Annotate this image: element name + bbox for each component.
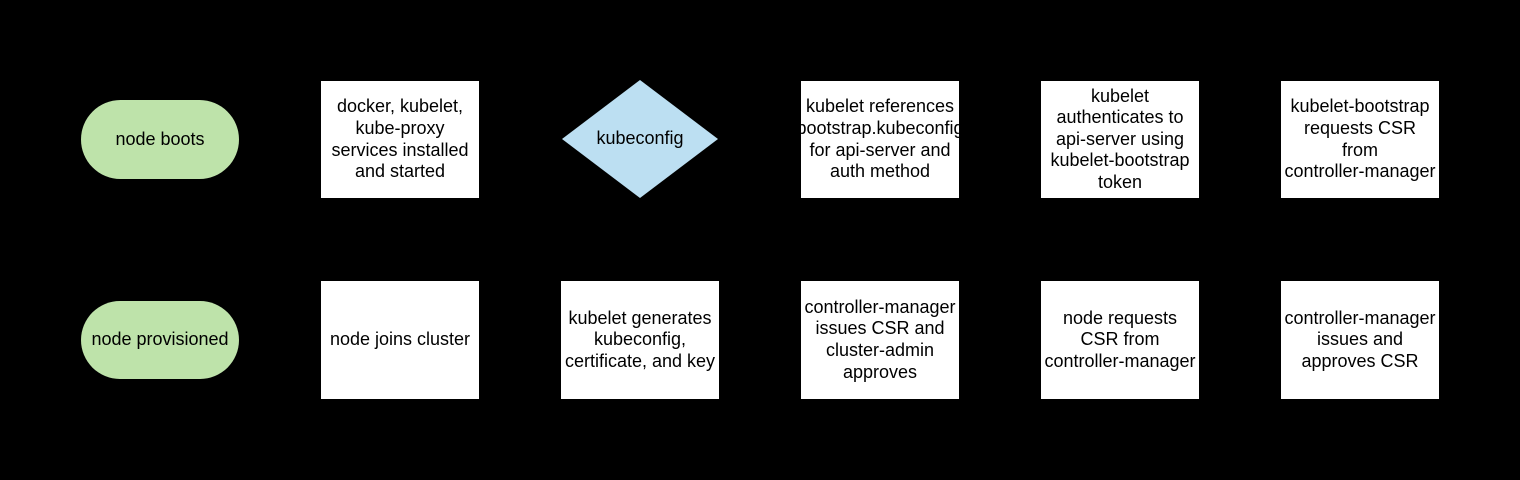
process-controller-manager-issues-and-approves-csr: controller-manager issues and approves C… <box>1281 281 1439 399</box>
process-node-requests-csr: node requests CSR from controller-manage… <box>1041 281 1199 399</box>
process-kubelet-generates-kubeconfig: kubelet generates kubeconfig, certificat… <box>561 281 719 399</box>
decision-kubeconfig: kubeconfig <box>562 80 718 198</box>
process-kubelet-bootstrap-requests-csr: kubelet-bootstrap requests CSR from cont… <box>1281 81 1439 198</box>
process-node-joins-cluster: node joins cluster <box>321 281 479 399</box>
process-services-installed: docker, kubelet, kube-proxy services ins… <box>321 81 479 198</box>
process-kubelet-authenticates-api-server: kubelet authenticates to api-server usin… <box>1041 81 1199 198</box>
terminal-node-provisioned: node provisioned <box>81 301 239 379</box>
process-kubelet-references-bootstrap-kubeconfig: kubelet references bootstrap.kubeconfig … <box>801 81 959 198</box>
terminal-node-boots: node boots <box>81 100 239 179</box>
process-controller-manager-issues-csr-cluster-admin-approves: controller-manager issues CSR and cluste… <box>801 281 959 399</box>
